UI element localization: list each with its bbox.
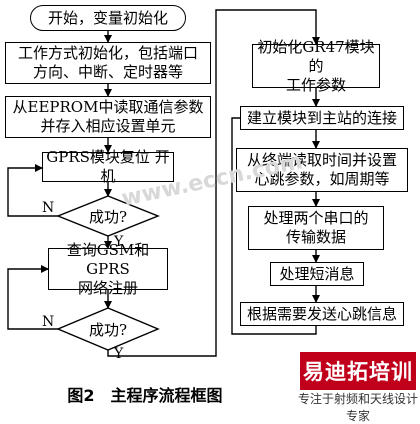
decision1-no-label: N <box>42 200 55 216</box>
decision2-label: 成功? <box>88 321 128 339</box>
connect-master-box: 建立模块到主站的连接 <box>240 106 404 130</box>
init-gr47-box: 初始化GR47模块的 工作参数 <box>252 38 380 94</box>
figure-caption: 图2 主程序流程框图 <box>67 386 223 405</box>
decision2-yes-label: Y <box>114 346 124 362</box>
decision2-no-label: N <box>42 314 55 330</box>
watermark-logo: 易迪拓培训 <box>300 352 416 390</box>
flowchart-lines <box>7 9 320 357</box>
read-eeprom-box: 从EEPROM中读取通信参数 并存入相应设置单元 <box>5 96 211 138</box>
read-time-box: 从终端读取时间并设置 心跳参数，如周期等 <box>236 148 408 192</box>
handle-sms-box: 处理短消息 <box>270 262 364 286</box>
decision1-yes-label: Y <box>114 234 124 250</box>
loop-decision2-no <box>7 265 58 330</box>
decision1-diamond <box>56 195 160 237</box>
link-decision2-yes <box>107 9 320 357</box>
start-box: 开始，变量初始化 <box>30 5 186 31</box>
query-network-box: 查询GSM和GPRS 网络注册 <box>48 241 168 297</box>
gprs-reset-box: GPRS模块复位 开机 <box>42 148 174 185</box>
handle-serial-box: 处理两个串口的 传输数据 <box>248 206 384 250</box>
send-heartbeat-box: 根据需要发送心跳信息 <box>240 302 404 326</box>
init-work-mode-box: 工作方式初始化，包括端口 方向、中断、定时器等 <box>5 42 211 84</box>
decision1-label: 成功? <box>88 208 128 226</box>
watermark-logo-subtitle: 专注于射频和天线设计专家 <box>297 392 418 423</box>
loop-decision1-no <box>7 164 58 217</box>
